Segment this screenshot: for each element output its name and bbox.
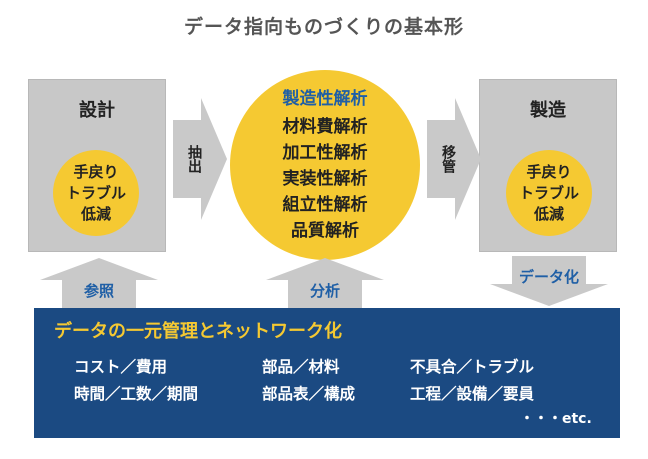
transfer-arrow [427, 98, 481, 220]
data-management-panel: データの一元管理とネットワーク化 コスト／費用 時間／工数／期間 部品／材料 部… [34, 308, 620, 438]
analysis-item-material-cost: 材料費解析 [282, 116, 368, 137]
analysis-item-quality: 品質解析 [291, 220, 359, 241]
item-process: 工程／設備／要員 [410, 385, 535, 403]
design-circle-line-2: トラブル [65, 183, 126, 202]
design-circle-line-3: 低減 [80, 204, 111, 223]
analyze-label: 分析 [309, 282, 340, 300]
manufacture-circle-line-2: トラブル [518, 183, 579, 202]
page-title: データ指向ものづくりの基本形 [183, 16, 464, 38]
item-time: 時間／工数／期間 [74, 385, 199, 403]
item-parts-material: 部品／材料 [262, 358, 340, 376]
analysis-title: 製造性解析 [282, 88, 368, 109]
analysis-item-machinability: 加工性解析 [282, 142, 368, 163]
analysis-item-assemblability: 組立性解析 [282, 194, 368, 215]
manufacture-circle: 手戻り トラブル 低減 [506, 150, 592, 236]
item-etc: ・・・etc. [520, 411, 592, 427]
extract-label: 抽出 [186, 145, 202, 173]
manufacture-circle-line-3: 低減 [533, 204, 564, 223]
extract-arrow-shape [173, 98, 227, 220]
design-circle-line-1: 手戻り [73, 162, 119, 181]
analyze-arrow [266, 258, 384, 308]
extract-arrow [173, 98, 227, 220]
transfer-label: 移管 [440, 145, 456, 173]
design-circle: 手戻り トラブル 低減 [53, 150, 139, 236]
transfer-arrow-shape [427, 98, 481, 220]
datafy-arrow-shape [490, 256, 608, 306]
design-heading: 設計 [79, 100, 115, 121]
item-bom: 部品表／構成 [262, 385, 356, 403]
analysis-circle: 製造性解析 材料費解析 加工性解析 実装性解析 組立性解析 品質解析 [230, 70, 420, 260]
datafy-label: データ化 [518, 268, 579, 286]
item-cost: コスト／費用 [74, 358, 168, 376]
datafy-arrow [490, 256, 608, 306]
reference-arrow [40, 258, 158, 308]
reference-label: 参照 [83, 282, 114, 300]
data-management-title: データの一元管理とネットワーク化 [54, 321, 342, 342]
manufacture-heading: 製造 [530, 100, 566, 121]
manufacture-circle-line-1: 手戻り [526, 162, 572, 181]
analysis-item-mountability: 実装性解析 [282, 168, 368, 189]
analyze-arrow-shape [266, 258, 384, 308]
item-defect: 不具合／トラブル [410, 358, 535, 376]
reference-arrow-shape [40, 258, 158, 308]
